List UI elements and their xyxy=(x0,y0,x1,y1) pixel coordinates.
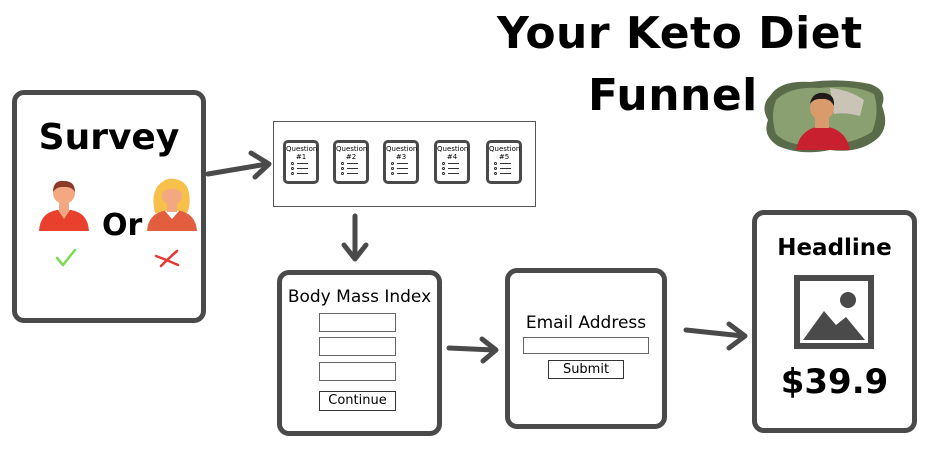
arrow-questions-to-bmi xyxy=(341,213,369,262)
question-label: Question xyxy=(489,145,521,153)
email-form-card: Email Address Submit xyxy=(505,268,667,429)
questions-strip: Question #1 Question #2 Question #3 Ques… xyxy=(273,121,536,207)
image-placeholder-icon xyxy=(794,275,874,349)
question-card[interactable]: Question #4 xyxy=(434,140,470,184)
funnel-title-line1: Your Keto Diet xyxy=(497,8,863,59)
question-card[interactable]: Question #1 xyxy=(283,140,319,184)
survey-title: Survey xyxy=(38,117,180,158)
question-number: #3 xyxy=(395,153,407,162)
bmi-input-2[interactable] xyxy=(319,337,396,356)
question-label: Question xyxy=(437,145,469,153)
offer-headline: Headline xyxy=(777,235,892,261)
arrow-email-to-offer xyxy=(683,321,748,351)
question-label: Question xyxy=(386,145,418,153)
question-number: #5 xyxy=(498,153,510,162)
survey-card: Survey Or xyxy=(12,90,206,323)
submit-button[interactable]: Submit xyxy=(548,360,624,379)
male-person-icon xyxy=(39,180,89,231)
author-photo xyxy=(764,80,886,153)
offer-card: Headline $39.9 xyxy=(752,210,917,433)
email-input[interactable] xyxy=(523,337,649,354)
question-card[interactable]: Question #5 xyxy=(486,140,522,184)
bmi-input-3[interactable] xyxy=(319,362,396,381)
bmi-input-1[interactable] xyxy=(319,313,396,332)
question-number: #2 xyxy=(345,153,357,162)
arrow-bmi-to-email xyxy=(446,336,499,364)
question-number: #4 xyxy=(446,153,458,162)
x-mark-icon xyxy=(154,249,180,268)
funnel-title-line2: Funnel xyxy=(588,70,758,121)
email-form-title: Email Address xyxy=(525,313,647,333)
question-card[interactable]: Question #3 xyxy=(383,140,419,184)
female-person-icon xyxy=(147,178,197,231)
bmi-form-card: Body Mass Index Continue xyxy=(277,270,442,436)
continue-button[interactable]: Continue xyxy=(319,391,396,411)
question-label: Question xyxy=(336,145,368,153)
offer-price: $39.9 xyxy=(780,362,889,402)
question-card[interactable]: Question #2 xyxy=(333,140,369,184)
or-label: Or xyxy=(102,208,143,243)
question-label: Question xyxy=(286,145,318,153)
arrow-survey-to-questions xyxy=(205,150,272,180)
bmi-form-title: Body Mass Index xyxy=(287,287,432,307)
question-number: #1 xyxy=(295,153,307,162)
check-mark-icon xyxy=(55,248,77,267)
